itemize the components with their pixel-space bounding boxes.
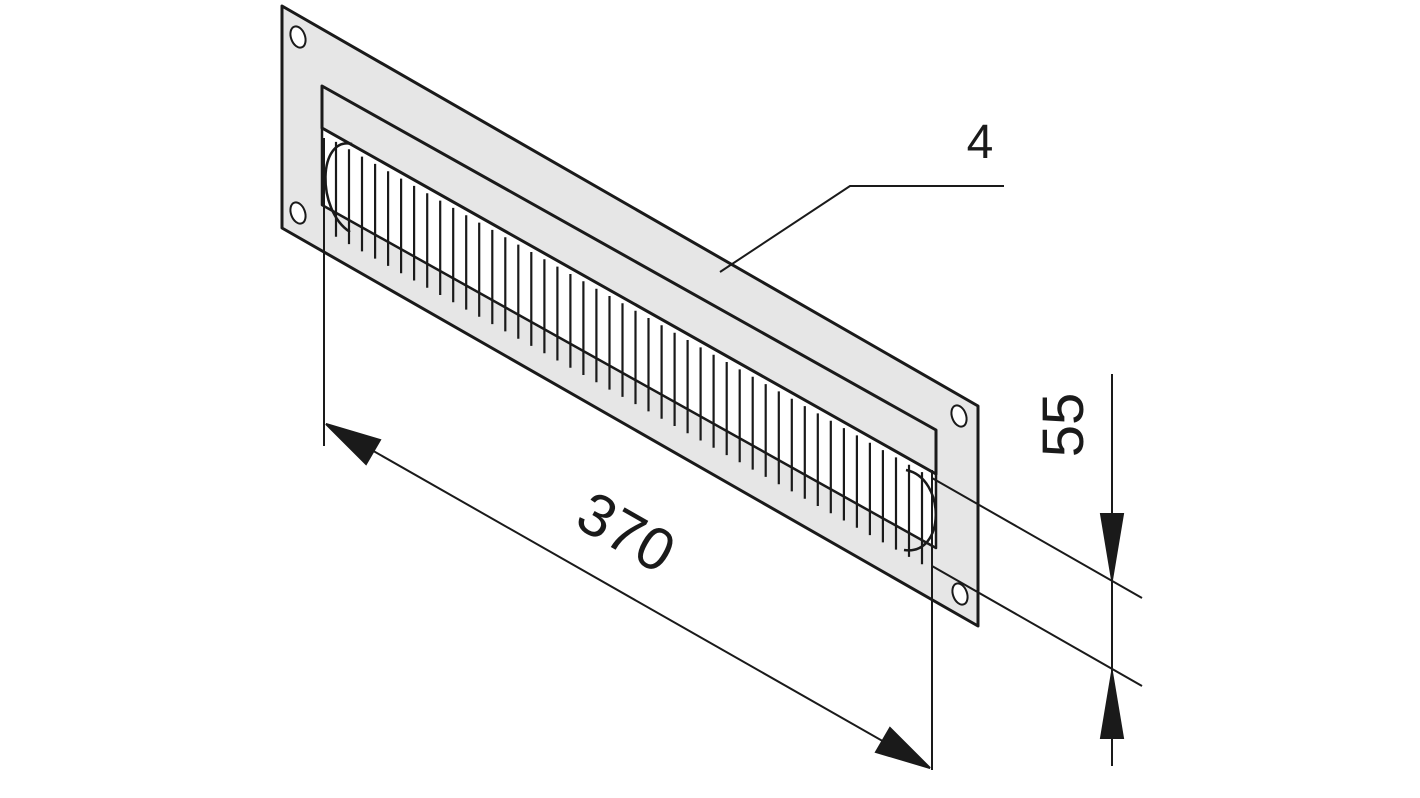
length-dimension-line: [325, 423, 931, 769]
mounting-hole-top-right: [950, 404, 968, 428]
callout-leader: [719, 185, 1004, 273]
mounting-hole-bottom-right: [951, 582, 969, 606]
height-extension-line-bottom: [931, 565, 1143, 687]
brush-end-left: [324, 142, 353, 234]
length-arrow-right: [874, 726, 931, 769]
height-dimension-label: 55: [1031, 393, 1096, 458]
height-arrow-bottom: [1099, 671, 1125, 739]
mounting-hole-top-left: [289, 25, 307, 49]
part-callout-label: 4: [967, 116, 994, 169]
mounting-hole-bottom-left: [289, 201, 307, 225]
mounting-holes: [289, 25, 969, 606]
brush-end-right: [903, 468, 937, 552]
height-extension-line-top: [931, 477, 1143, 599]
height-arrow-top: [1099, 513, 1125, 581]
length-dimension: [323, 138, 933, 770]
height-dimension: [931, 374, 1143, 766]
length-arrow-left: [325, 423, 382, 466]
brush-bristles: [334, 141, 924, 565]
slot-lip: [320, 84, 938, 476]
